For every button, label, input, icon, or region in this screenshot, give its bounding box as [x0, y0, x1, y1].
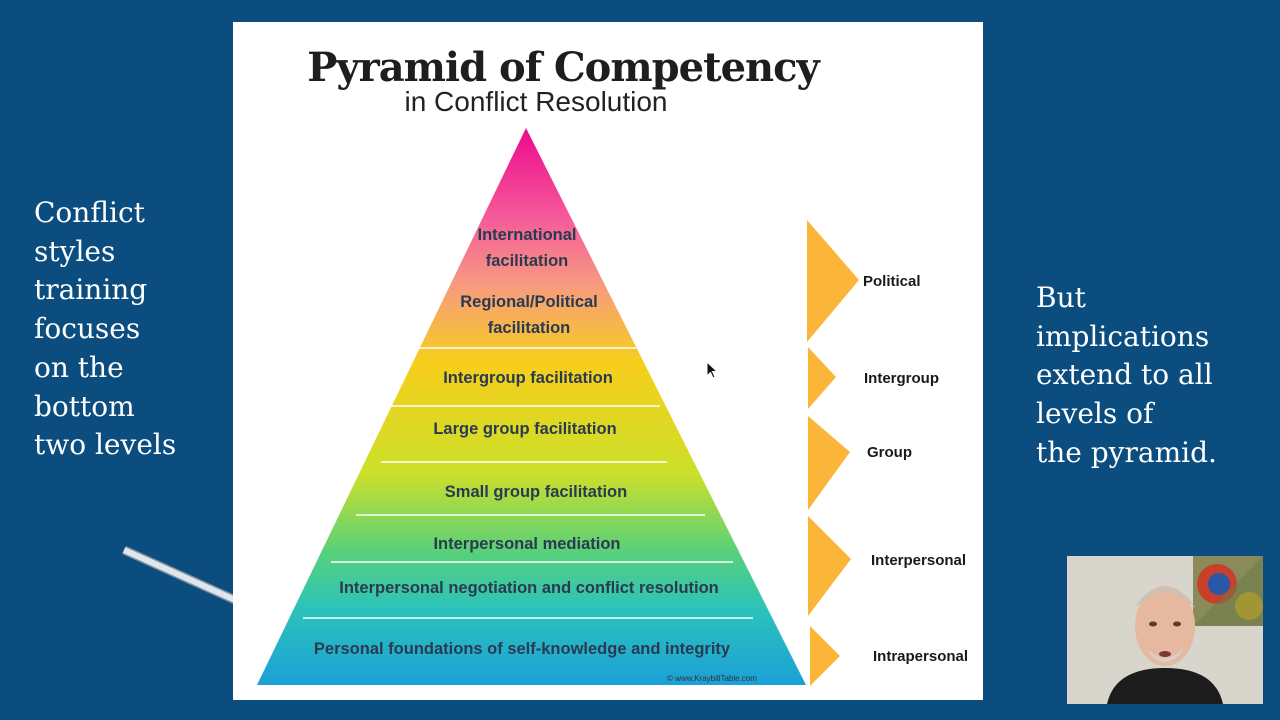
level-regional-line1: Regional/Political [460, 293, 598, 311]
pyramid-subtitle: in Conflict Resolution [404, 86, 668, 117]
left-caption: Conflict styles training focuses on the … [34, 194, 224, 465]
right-caption-line: the pyramid. [1036, 435, 1217, 469]
level-small-group: Small group facilitation [445, 483, 627, 501]
tier-arrow-intergroup [808, 347, 836, 409]
tier-label-interpersonal: Interpersonal [871, 552, 966, 569]
left-caption-line: training [34, 273, 148, 307]
tier-arrows [807, 220, 859, 686]
right-caption: But implications extend to all levels of… [1036, 279, 1251, 473]
tier-label-political: Political [863, 273, 921, 290]
left-caption-line: two levels [34, 428, 177, 462]
tier-arrow-political [807, 220, 859, 342]
level-interpersonal-negotiation: Interpersonal negotiation and conflict r… [339, 579, 719, 597]
tier-arrow-group [808, 416, 850, 510]
presenter-webcam [1067, 556, 1263, 704]
right-caption-line: levels of [1036, 397, 1154, 431]
pyramid-image: Pyramid of Competency in Conflict Resolu… [233, 22, 983, 700]
credit-text: © www.KraybillTable.com [667, 674, 757, 683]
tier-label-intrapersonal: Intrapersonal [873, 648, 968, 665]
left-caption-line: bottom [34, 389, 135, 423]
level-interpersonal-mediation: Interpersonal mediation [433, 535, 620, 553]
right-caption-line: extend to all [1036, 358, 1213, 392]
tier-label-group: Group [867, 444, 912, 461]
left-caption-line: Conflict [34, 196, 145, 229]
level-personal-foundations: Personal foundations of self-knowledge a… [314, 640, 731, 658]
level-regional-line2: facilitation [488, 319, 571, 337]
pyramid-title: Pyramid of Competency [307, 44, 819, 91]
level-international-line2: facilitation [486, 252, 569, 270]
level-international-line1: International [477, 226, 576, 244]
level-dividers [303, 347, 753, 619]
presenter-avatar [1067, 556, 1263, 704]
pyramid-diagram: International facilitation Regional/Poli… [257, 128, 968, 686]
left-caption-line: on the [34, 350, 124, 384]
tier-arrow-interpersonal [808, 516, 851, 616]
left-caption-line: styles [34, 234, 116, 268]
tier-label-intergroup: Intergroup [864, 370, 939, 387]
right-caption-line: But [1036, 281, 1086, 314]
level-intergroup: Intergroup facilitation [443, 369, 613, 387]
left-caption-line: focuses [34, 312, 141, 346]
right-caption-line: implications [1036, 319, 1210, 353]
level-large-group: Large group facilitation [433, 420, 616, 438]
tier-arrow-intrapersonal [810, 626, 840, 686]
mouse-pointer-icon [706, 360, 719, 379]
